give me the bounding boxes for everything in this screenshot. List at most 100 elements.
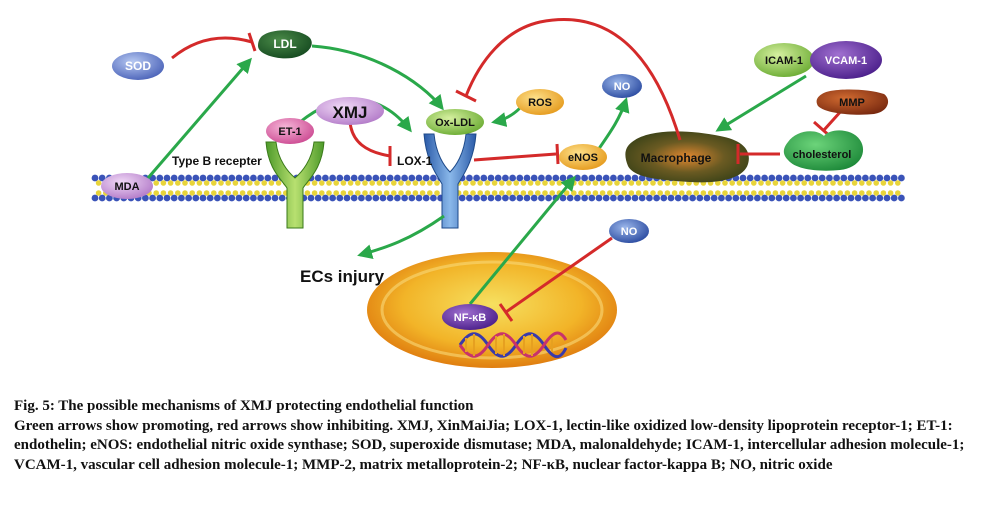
membrane-bead [189,190,195,196]
membrane-bead [264,174,272,182]
membrane-bead [506,190,512,196]
membrane-bead [430,194,437,202]
ldl-label: LDL [273,37,296,51]
membrane-bead [427,190,433,196]
membrane-bead [595,194,603,202]
type-b-receptor-label: Type B recepter [172,154,262,168]
ros-molecule: ROS [516,89,564,115]
membrane-bead [768,194,776,202]
inhibit-arrow-macrophage-oxldl [455,18,682,141]
membrane-bead [876,194,884,202]
membrane-bead [797,194,804,202]
ecs-injury-label: ECs injury [300,267,385,286]
membrane-bead [830,190,836,196]
membrane-bead [599,190,606,196]
membrane-bead [405,180,412,186]
membrane-bead [473,174,480,182]
membrane-bead [854,194,862,202]
membrane-bead [851,180,858,186]
promote-arrow-icam-macrophage [715,74,807,132]
membrane-bead [574,194,581,202]
membrane-bead [398,190,404,196]
membrane-bead [264,194,272,202]
membrane-bead [480,194,488,202]
membrane-bead [530,174,538,182]
ldl-molecule: LDL [258,30,312,59]
membrane-bead [542,190,548,196]
membrane-bead [355,180,361,186]
membrane-bead [746,194,754,202]
membrane-bead [535,180,541,186]
membrane-bead [383,190,390,196]
membrane-bead [412,180,419,186]
membrane-bead [545,194,552,202]
membrane-bead [880,190,887,196]
membrane-bead [859,180,865,186]
membrane-bead [751,190,757,196]
membrane-bead [693,190,699,196]
membrane-bead [239,190,246,196]
membrane-bead [434,180,440,186]
membrane-bead [614,190,620,196]
membrane-bead [650,190,656,196]
membrane-bead [729,190,735,196]
membrane-bead [502,194,509,202]
membrane-bead [895,180,901,186]
membrane-bead [365,194,372,202]
membrane-bead [369,190,376,196]
membrane-bead [401,194,408,202]
membrane-bead [794,190,800,196]
membrane-bead [192,194,200,202]
membrane-bead [499,190,505,196]
membrane-bead [232,190,239,196]
membrane-bead [336,194,344,202]
membrane-bead [739,174,747,182]
membrane-bead [635,190,642,196]
membrane-bead [242,194,250,202]
membrane-bead [322,174,329,182]
cell-membrane [91,174,905,202]
membrane-bead [898,174,905,182]
ox-ldl-label: Ox-LDL [435,117,475,129]
membrane-bead [610,174,617,182]
membrane-bead [271,194,279,202]
membrane-bead [415,194,423,202]
membrane-bead [664,180,671,186]
type-b-receptor [265,141,325,229]
membrane-bead [679,180,685,186]
membrane-bead [160,190,167,196]
membrane-bead [585,190,591,196]
membrane-bead [588,194,596,202]
membrane-bead [667,194,675,202]
membrane-bead [538,174,545,182]
membrane-bead [340,190,347,196]
membrane-bead [228,174,236,182]
membrane-bead [365,174,372,182]
membrane-bead [398,180,404,186]
membrane-bead [823,190,829,196]
membrane-bead [196,180,203,186]
membrane-bead [225,190,231,196]
membrane-bead [379,194,387,202]
membrane-bead [804,194,812,202]
membrane-bead [239,180,246,186]
membrane-bead [754,194,761,202]
membrane-bead [631,174,639,182]
membrane-bead [185,194,193,202]
membrane-bead [847,174,855,182]
membrane-bead [513,180,519,186]
membrane-bead [811,174,819,182]
membrane-bead [779,190,786,196]
membrane-bead [866,190,872,196]
membrane-bead [405,190,412,196]
membrane-bead [333,190,340,196]
membrane-bead [595,174,603,182]
membrane-bead [268,190,275,196]
membrane-bead [106,194,113,202]
membrane-bead [746,174,754,182]
membrane-bead [833,194,840,202]
membrane-bead [722,190,728,196]
membrane-bead [689,194,696,202]
membrane-bead [610,194,617,202]
icam-1-molecule: ICAM-1 [754,43,814,77]
